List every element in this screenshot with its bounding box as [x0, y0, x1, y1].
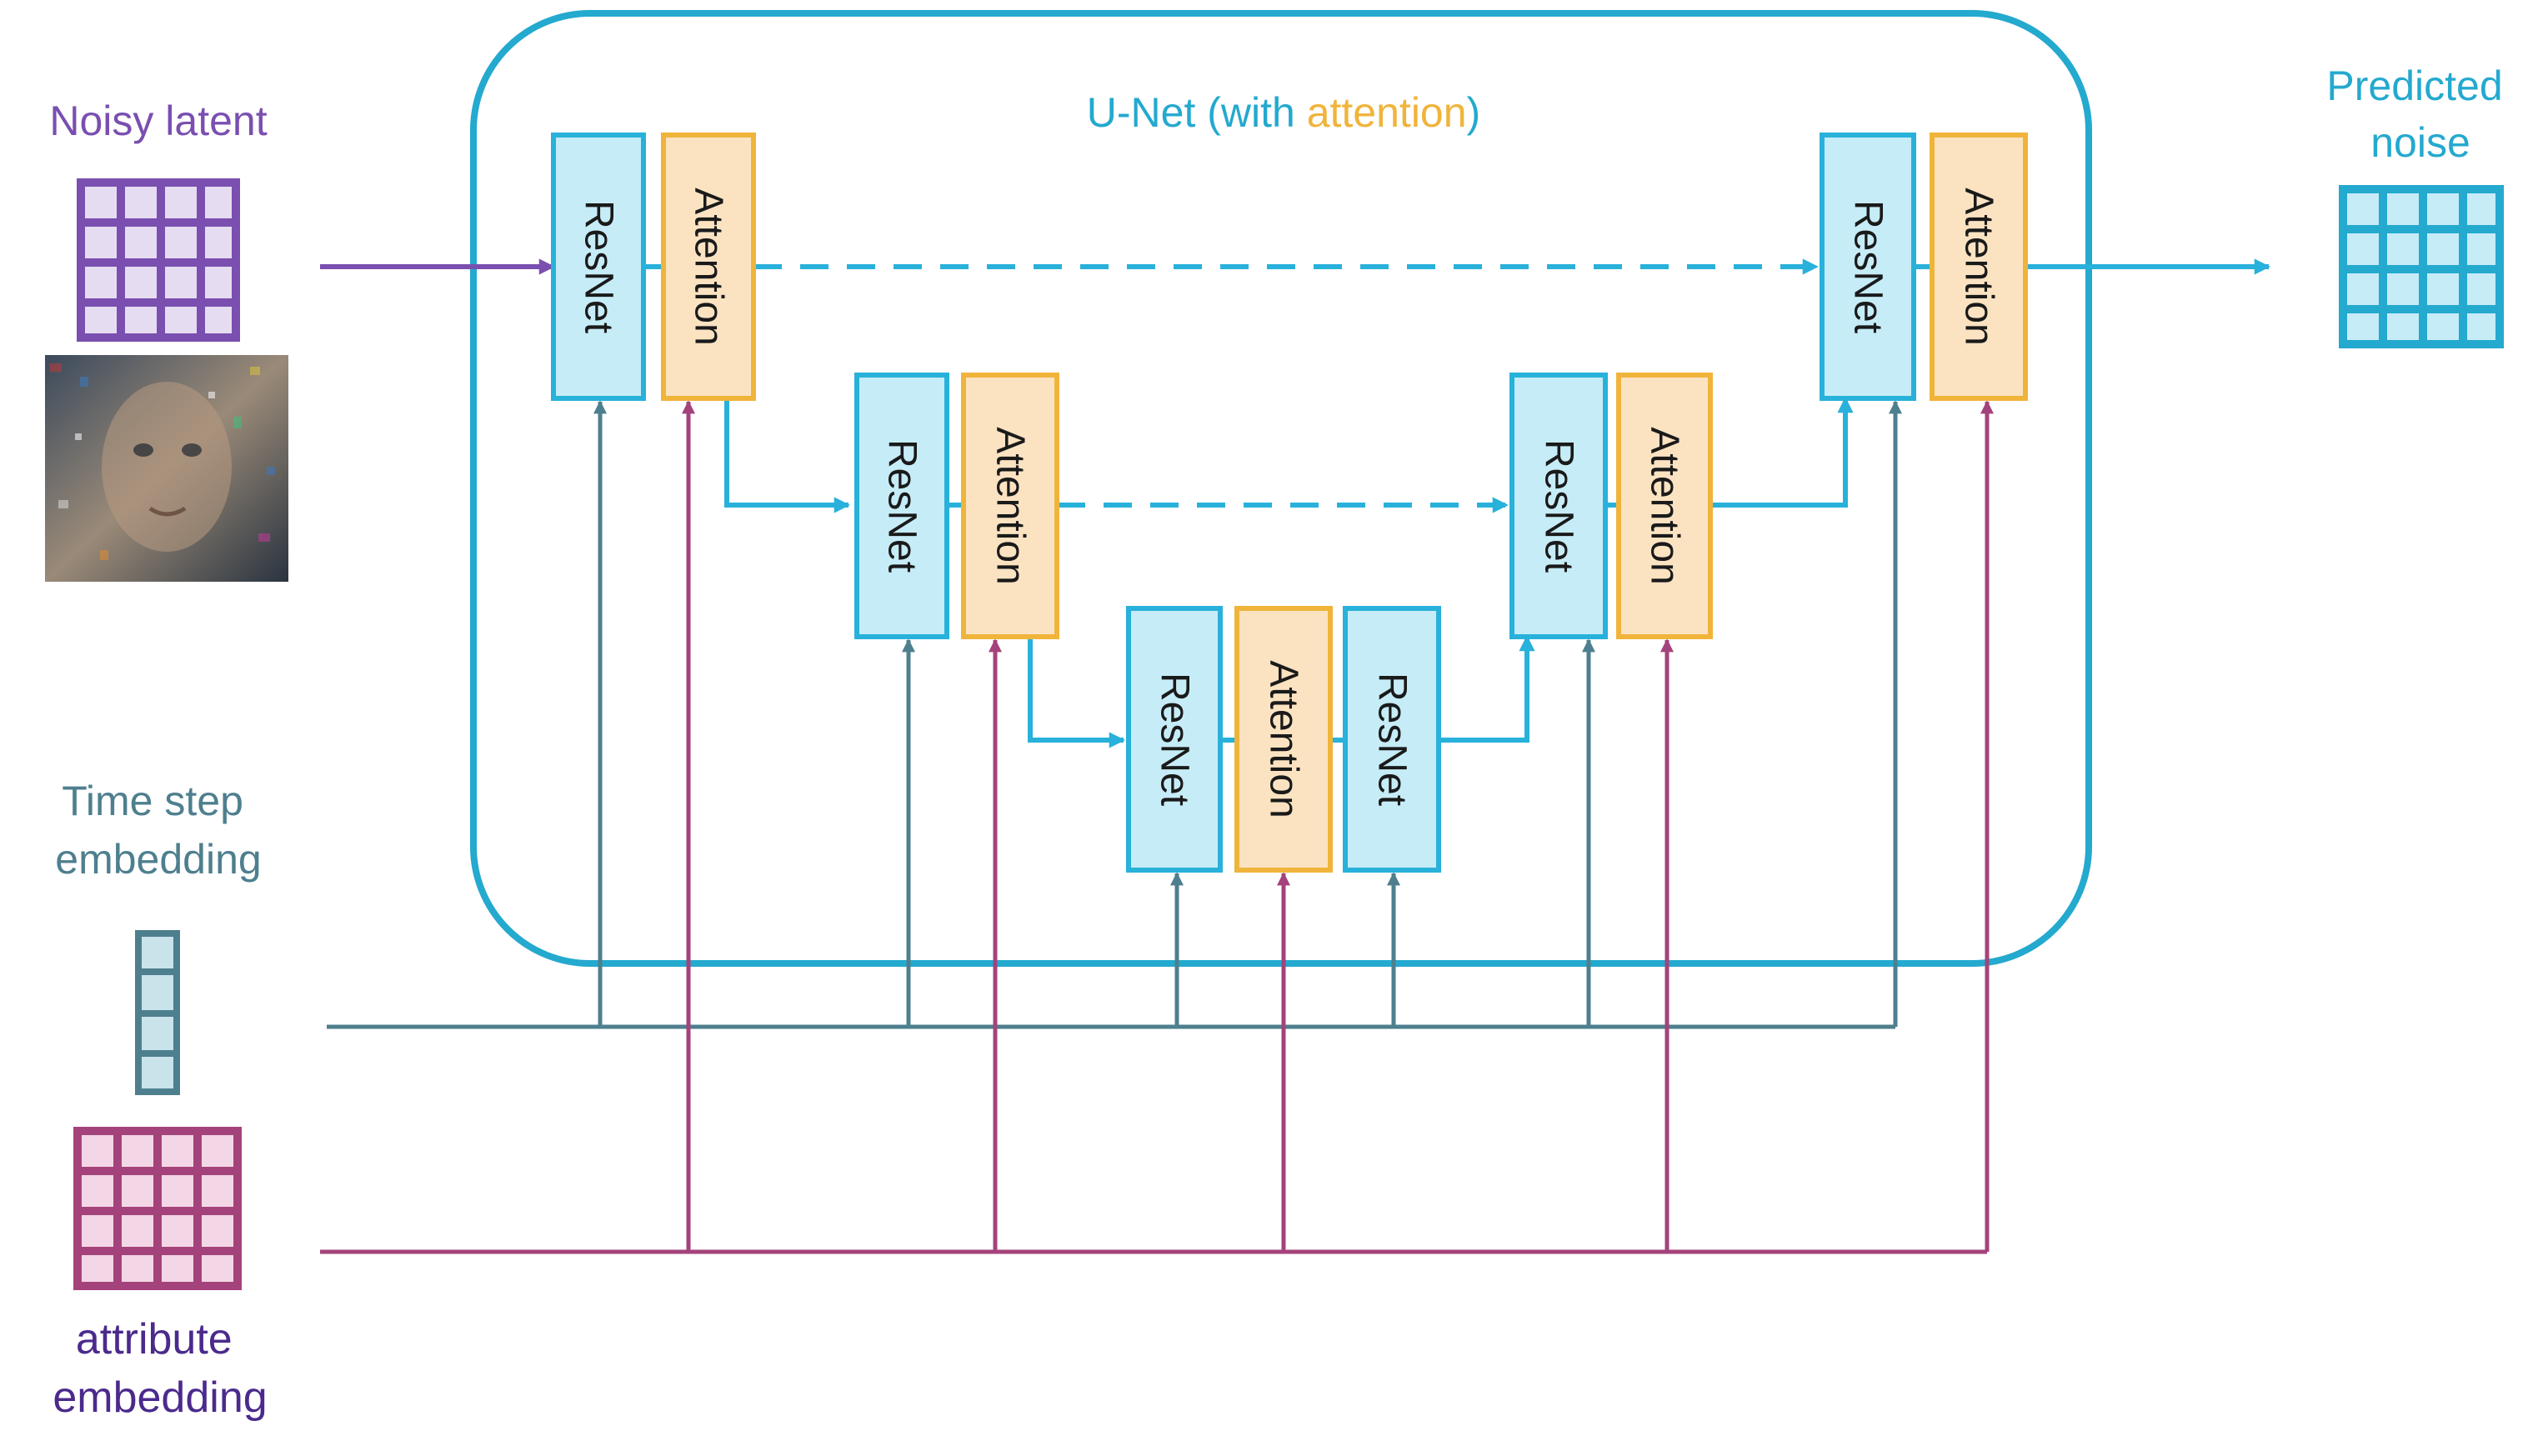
- attention-label: Attention: [687, 188, 731, 345]
- attention-block-down-2: Attention: [961, 373, 1059, 639]
- resnet-block-bottom-2: ResNet: [1343, 606, 1441, 873]
- resnet-label: ResNet: [1153, 673, 1197, 806]
- unet-title-suffix: ): [1467, 89, 1481, 136]
- resnet-block-bottom-1: ResNet: [1126, 606, 1223, 873]
- attribute-label: attribute embedding: [53, 1315, 267, 1422]
- up-arrow-2: [1710, 397, 1854, 508]
- attention-label: Attention: [1957, 188, 2001, 345]
- noisy-latent-grid: [77, 178, 240, 342]
- unet-container: [470, 10, 2092, 967]
- time-step-vector: [135, 930, 180, 1095]
- time-step-label: Time step embedding: [55, 778, 261, 883]
- down-arrow-2: [1028, 637, 1125, 748]
- predicted-noise-grid: [2339, 185, 2504, 348]
- resnet-label: ResNet: [577, 200, 621, 333]
- time-step-arrows: [593, 400, 1903, 1027]
- attention-label: Attention: [989, 427, 1033, 584]
- attribute-label-line-2: embedding: [53, 1373, 267, 1422]
- attention-block-bottom: Attention: [1234, 606, 1333, 873]
- resnet-label: ResNet: [880, 439, 924, 573]
- time-step-label-line-2: embedding: [55, 836, 261, 883]
- unet-title-highlight: attention: [1307, 89, 1467, 136]
- attention-block-up-1: Attention: [1930, 133, 2028, 401]
- resnet-block-up-2: ResNet: [1509, 373, 1608, 639]
- resnet-label: ResNet: [1537, 439, 1581, 573]
- predicted-noise-label-line-1: Predicted: [2326, 63, 2502, 109]
- up-arrow-1: [1440, 635, 1535, 743]
- resnet-block-down-2: ResNet: [854, 373, 949, 639]
- resnet-block-up-1: ResNet: [1820, 133, 1916, 401]
- attribute-embedding-grid: [73, 1127, 242, 1290]
- unet-title: U-Net (with attention): [1087, 89, 1480, 136]
- down-arrow-1: [724, 398, 850, 513]
- unet-title-prefix: U-Net (with: [1087, 89, 1307, 136]
- time-step-label-line-1: Time step: [62, 778, 243, 824]
- attention-label: Attention: [1262, 660, 1306, 818]
- attention-block-up-2: Attention: [1616, 373, 1713, 639]
- attention-label: Attention: [1643, 427, 1687, 584]
- attention-block-down-1: Attention: [661, 133, 756, 401]
- noisy-face-image: [45, 355, 288, 582]
- resnet-label: ResNet: [1846, 200, 1890, 333]
- attribute-label-line-1: attribute: [76, 1315, 233, 1363]
- resnet-block-down-1: ResNet: [551, 133, 646, 401]
- predicted-noise-label-line-2: noise: [2370, 119, 2470, 166]
- attribute-arrows: [681, 400, 1995, 1252]
- predicted-noise-label: Predicted noise: [2326, 63, 2514, 166]
- noisy-latent-label: Noisy latent: [49, 98, 267, 144]
- resnet-label: ResNet: [1370, 673, 1414, 806]
